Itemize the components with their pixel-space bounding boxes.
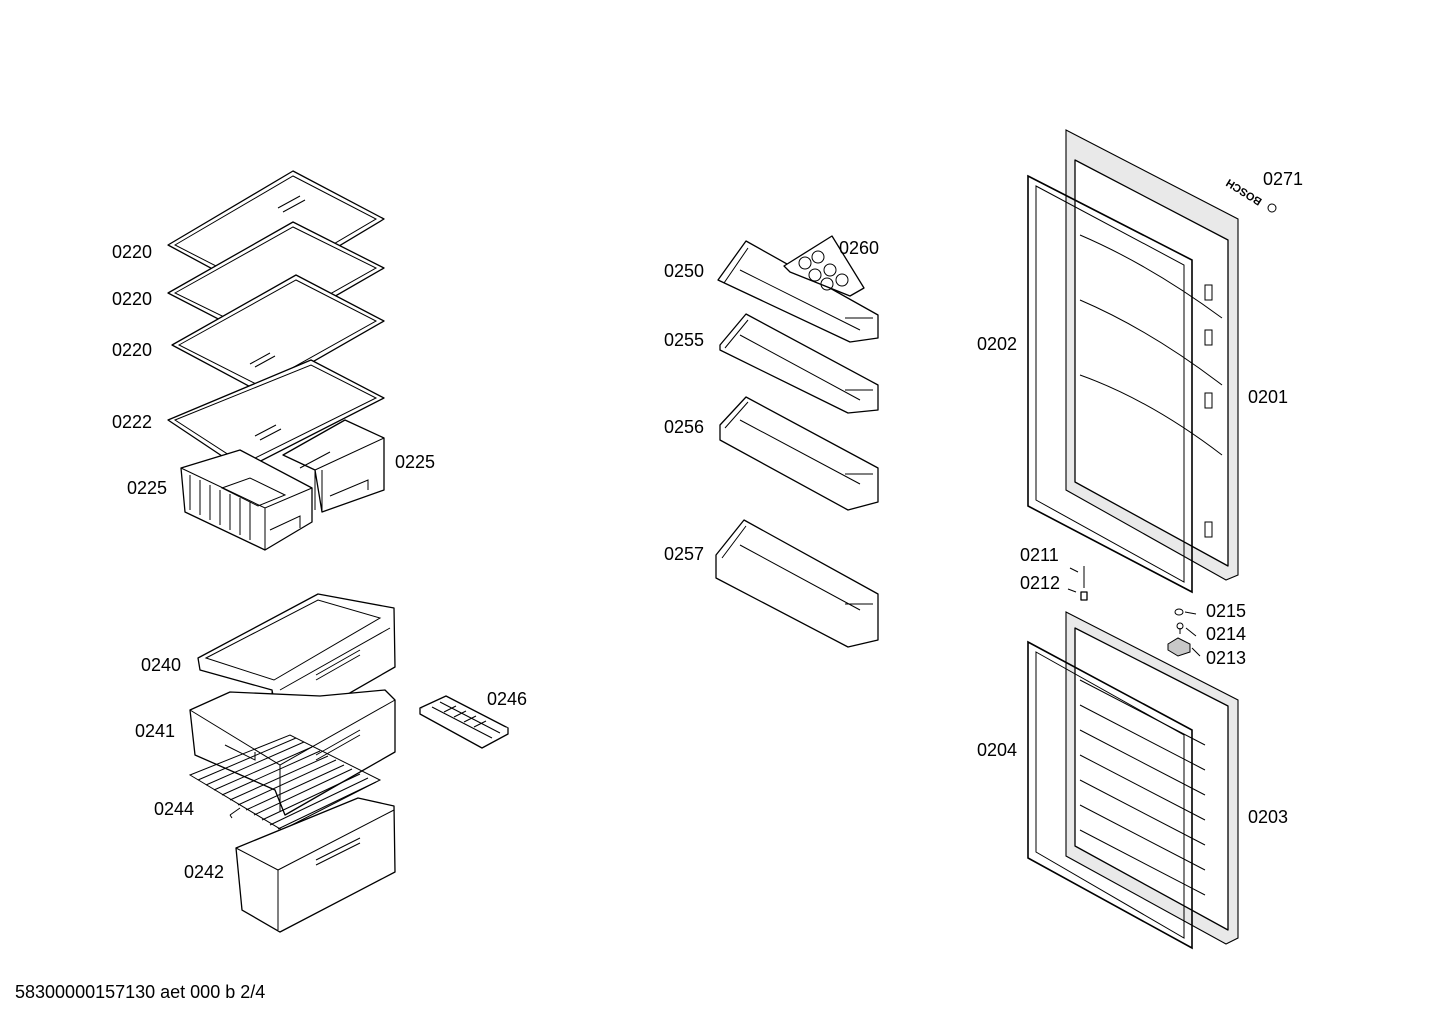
part-label-0256: 0256	[664, 417, 705, 437]
part-label-0222: 0222	[112, 412, 153, 432]
ice-tray-0246	[419, 695, 509, 749]
hinge-parts	[1067, 566, 1201, 657]
part-label-0204: 0204	[977, 740, 1018, 760]
part-label-0250: 0250	[664, 261, 705, 281]
part-label-0225-left: 0225	[127, 478, 168, 498]
door-shelf-0257	[715, 519, 879, 648]
part-label-0202: 0202	[977, 334, 1018, 354]
part-label-0220-second: 0220	[112, 289, 153, 309]
freezer-drawer-0241	[189, 689, 396, 816]
freezer-door-0203	[1065, 611, 1239, 945]
part-label-0260: 0260	[839, 238, 880, 258]
document-footer: 58300000157130 aet 000 b 2/4	[15, 982, 266, 1002]
part-label-0215: 0215	[1206, 601, 1247, 621]
egg-tray-0260	[783, 235, 865, 297]
part-label-0244: 0244	[154, 799, 195, 819]
part-label-0201: 0201	[1248, 387, 1289, 407]
door-shelf-0250	[717, 240, 879, 343]
part-label-0214: 0214	[1206, 624, 1247, 644]
door-shelf-0255	[719, 313, 879, 414]
bosch-logo-text: BOSCH	[1224, 176, 1264, 207]
part-label-0271: 0271	[1263, 169, 1304, 189]
freezer-drawer-0242	[235, 797, 396, 933]
door-shelf-0256	[719, 396, 879, 511]
part-label-0213: 0213	[1206, 648, 1247, 668]
part-label-0220-third: 0220	[112, 340, 153, 360]
part-label-0246: 0246	[487, 689, 528, 709]
part-label-0203: 0203	[1248, 807, 1289, 827]
part-label-0240: 0240	[141, 655, 182, 675]
wire-rack-0244	[188, 734, 382, 831]
part-label-0211: 0211	[1020, 545, 1059, 565]
glass-shelf-0222	[167, 359, 385, 471]
part-label-0241: 0241	[135, 721, 176, 741]
vegetable-bin-0225-left	[180, 449, 313, 551]
fridge-door-0201	[1065, 129, 1239, 581]
door-seal-0202	[1027, 174, 1193, 594]
part-label-0255: 0255	[664, 330, 705, 350]
part-label-0220-top: 0220	[112, 242, 153, 262]
part-label-0225-right: 0225	[395, 452, 436, 472]
part-label-0212: 0212	[1020, 573, 1061, 593]
vegetable-bin-0225-right	[282, 419, 385, 513]
door-seal-0204	[1027, 640, 1193, 950]
part-label-0257: 0257	[664, 544, 705, 564]
glass-shelf-0220-third	[171, 274, 385, 393]
part-label-0242: 0242	[184, 862, 225, 882]
